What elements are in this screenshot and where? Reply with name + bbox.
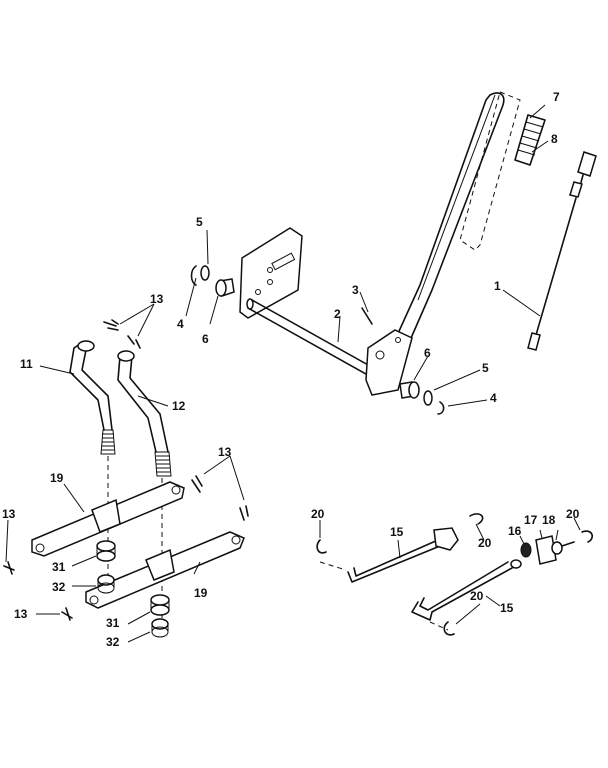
callout-4-right: 4 <box>490 391 497 405</box>
callout-12: 12 <box>172 399 186 413</box>
spacer-nut-upper <box>96 540 116 594</box>
callout-15-upper: 15 <box>390 525 404 539</box>
left-bushing-assembly <box>190 265 235 297</box>
callout-20-left: 20 <box>311 507 325 521</box>
right-bushing-assembly <box>399 381 445 415</box>
lift-arm-19-upper <box>31 481 185 557</box>
pin <box>361 307 373 325</box>
shaft-arm-bracket <box>365 329 413 396</box>
mounting-bracket <box>239 227 303 319</box>
lift-rod <box>527 174 584 351</box>
callout-31-upper: 31 <box>52 560 66 574</box>
callout-32-lower: 32 <box>106 635 120 649</box>
leader-lines <box>5 104 581 643</box>
spacer-nut-lower <box>150 594 170 638</box>
callout-19-upper: 19 <box>50 471 64 485</box>
callout-3: 3 <box>352 283 359 297</box>
callout-6-left: 6 <box>202 332 209 346</box>
callout-32-upper: 32 <box>52 580 66 594</box>
callout-31-lower: 31 <box>106 616 120 630</box>
deck-link-15-lower <box>411 559 522 631</box>
lift-link-11 <box>69 340 116 455</box>
cross-shaft <box>246 298 387 384</box>
callout-4-left: 4 <box>177 317 184 331</box>
callout-2: 2 <box>334 307 341 321</box>
callout-5-right: 5 <box>482 361 489 375</box>
callout-18: 18 <box>542 513 556 527</box>
callout-20-mid: 20 <box>478 536 492 550</box>
deck-link-15-upper <box>319 527 459 583</box>
callout-1: 1 <box>494 279 501 293</box>
callout-13-left: 13 <box>2 507 16 521</box>
callout-6-right: 6 <box>424 346 431 360</box>
handle-grip-outline <box>459 91 521 251</box>
callout-20-bottom: 20 <box>470 589 484 603</box>
callout-20-right: 20 <box>566 507 580 521</box>
callout-5-left: 5 <box>196 215 203 229</box>
lift-link-12 <box>117 350 172 477</box>
cotter-pins-upper <box>103 319 141 349</box>
callout-7: 7 <box>553 90 560 104</box>
callout-17: 17 <box>524 513 538 527</box>
lift-arm-19-lower <box>85 531 245 609</box>
spring <box>514 114 546 166</box>
callout-13-top: 13 <box>150 292 164 306</box>
callout-15-lower: 15 <box>500 601 514 615</box>
cotter-pins-lower <box>3 475 249 621</box>
adjuster-hardware <box>520 535 575 565</box>
callout-16: 16 <box>508 524 522 538</box>
callout-labels: 7 8 1 2 3 5 4 6 6 5 4 13 11 12 13 19 19 … <box>2 90 580 649</box>
callout-13-bottom: 13 <box>14 607 28 621</box>
callout-19-lower: 19 <box>194 586 208 600</box>
callout-13-mid: 13 <box>218 445 232 459</box>
lift-handle <box>394 92 505 346</box>
callout-11: 11 <box>20 357 33 371</box>
callout-8: 8 <box>551 132 558 146</box>
handle-grip <box>577 151 597 177</box>
retainer-clips <box>316 513 594 636</box>
